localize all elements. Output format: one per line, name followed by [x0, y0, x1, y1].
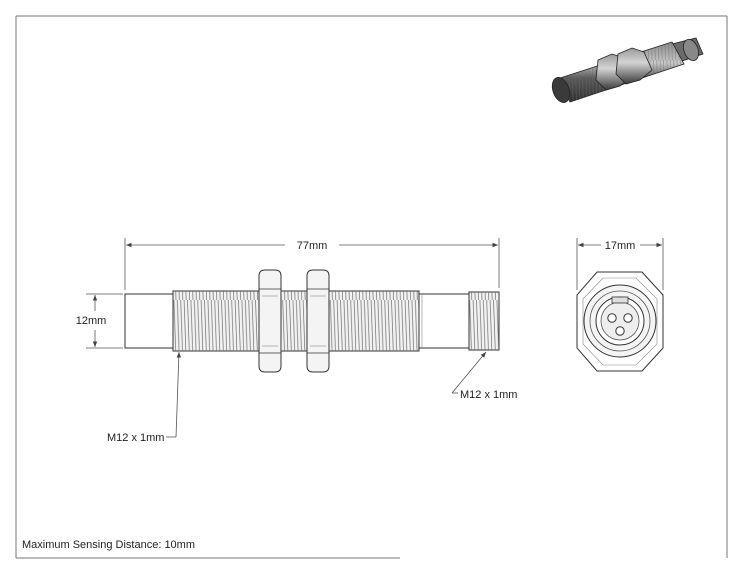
sensor-end-view — [576, 271, 664, 372]
thread-label-right: M12 x 1mm — [460, 389, 517, 401]
sheet-border — [15, 15, 728, 559]
hex-dimension: 17mm — [576, 238, 664, 290]
hex-dim-label: 17mm — [605, 240, 636, 252]
thread-leader-right: M12 x 1mm — [451, 351, 517, 401]
thread-label-left: M12 x 1mm — [107, 432, 164, 444]
sensing-distance-note: Maximum Sensing Distance: 10mm — [22, 539, 196, 551]
length-dimension: 77mm — [124, 238, 500, 290]
diameter-dim-label: 12mm — [76, 315, 107, 327]
hex-nut-1 — [258, 269, 282, 373]
hex-nut-2 — [306, 269, 330, 373]
sensor-3d-render — [551, 37, 704, 103]
sensor-side-view — [124, 269, 500, 373]
diameter-dimension: 12mm — [76, 293, 123, 349]
length-dim-label: 77mm — [297, 240, 328, 252]
thread-leader-left: M12 x 1mm — [107, 351, 182, 444]
